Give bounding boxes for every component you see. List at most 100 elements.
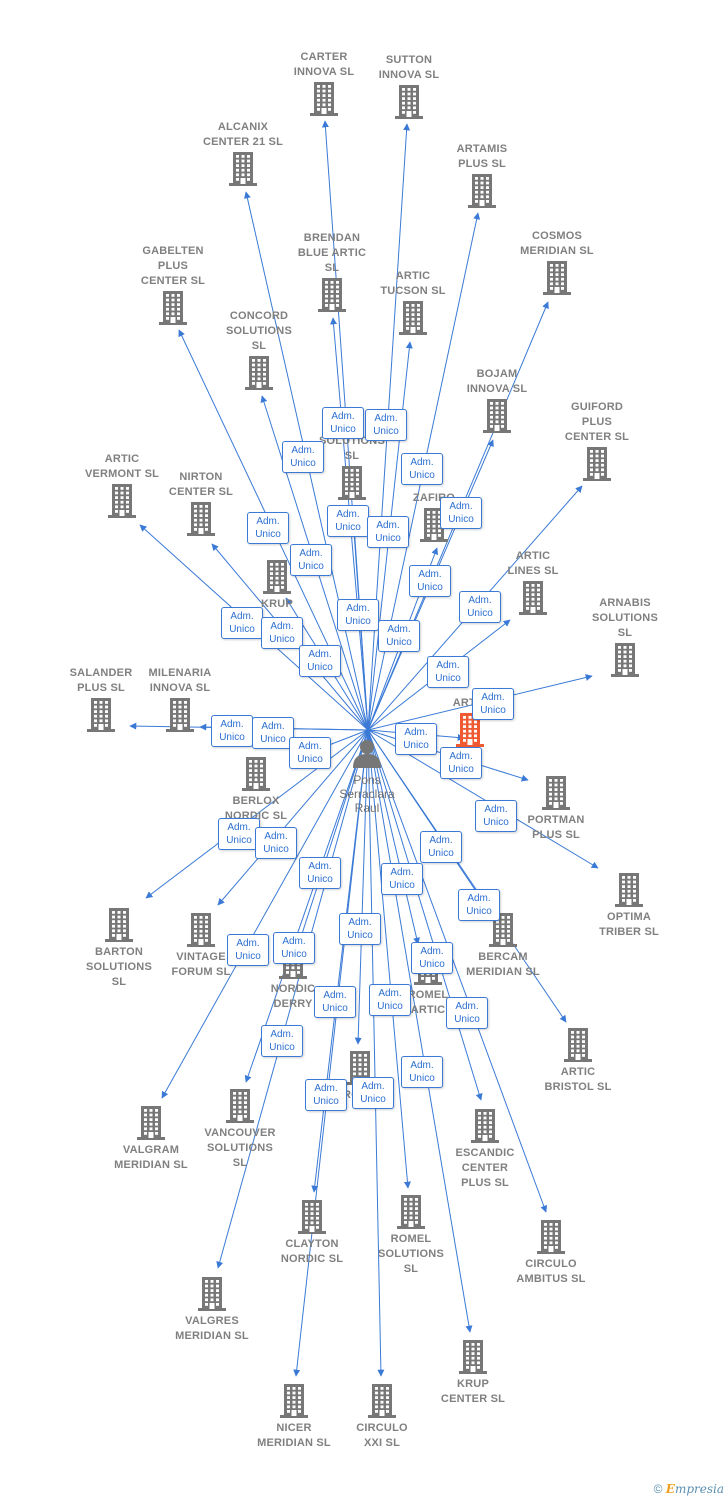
- company-carter[interactable]: CARTER INNOVA SL: [269, 50, 379, 116]
- company-concord[interactable]: CONCORD SOLUTIONS SL: [204, 309, 314, 390]
- role-badge-b25[interactable]: Adm. Unico: [218, 818, 260, 850]
- company-bercam[interactable]: BERCAM MERIDIAN SL: [448, 913, 558, 980]
- role-badge-b32[interactable]: Adm. Unico: [227, 934, 269, 966]
- role-badge-b24[interactable]: Adm. Unico: [475, 800, 517, 832]
- company-valgres[interactable]: VALGRES MERIDIAN SL: [157, 1277, 267, 1344]
- company-circulo_ambitus[interactable]: CIRCULO AMBITUS SL: [496, 1220, 606, 1287]
- role-badge-b39[interactable]: Adm. Unico: [401, 1056, 443, 1088]
- company-cosmos[interactable]: COSMOS MERIDIAN SL: [502, 229, 612, 295]
- brand-logo[interactable]: Empresia: [665, 1482, 724, 1496]
- company-nicer[interactable]: NICER MERIDIAN SL: [239, 1384, 349, 1451]
- role-badge-b17[interactable]: Adm. Unico: [427, 656, 469, 688]
- company-escandic[interactable]: ESCANDIC CENTER PLUS SL: [430, 1109, 540, 1191]
- company-portman[interactable]: PORTMAN PLUS SL: [501, 776, 611, 843]
- role-badge-b27[interactable]: Adm. Unico: [420, 831, 462, 863]
- role-badge-b26[interactable]: Adm. Unico: [255, 827, 297, 859]
- company-circulo_xxi[interactable]: CIRCULO XXI SL: [327, 1384, 437, 1451]
- company-artamis[interactable]: ARTAMIS PLUS SL: [427, 142, 537, 208]
- role-badge-b9[interactable]: Adm. Unico: [290, 544, 332, 576]
- building-icon: [159, 291, 187, 325]
- role-badge-b38[interactable]: Adm. Unico: [261, 1025, 303, 1057]
- company-nirton[interactable]: NIRTON CENTER SL: [146, 470, 256, 536]
- company-krup_center[interactable]: KRUP CENTER SL: [418, 1340, 528, 1407]
- company-barton[interactable]: BARTON SOLUTIONS SL: [64, 908, 174, 990]
- company-gabelten[interactable]: GABELTEN PLUS CENTER SL: [118, 244, 228, 325]
- company-vancouver[interactable]: VANCOUVER SOLUTIONS SL: [185, 1089, 295, 1171]
- role-badge-b19[interactable]: Adm. Unico: [211, 715, 253, 747]
- company-artic_tucson[interactable]: ARTIC TUCSON SL: [358, 269, 468, 335]
- company-bojam[interactable]: BOJAM INNOVA SL: [442, 367, 552, 433]
- company-label: VALGRES MERIDIAN SL: [175, 1315, 249, 1342]
- role-badge-b28[interactable]: Adm. Unico: [299, 857, 341, 889]
- company-arnabis[interactable]: ARNABIS SOLUTIONS SL: [570, 596, 680, 677]
- role-badge-b20[interactable]: Adm. Unico: [252, 717, 294, 749]
- company-milenaria[interactable]: MILENARIA INNOVA SL: [125, 666, 235, 732]
- role-badge-b22[interactable]: Adm. Unico: [395, 723, 437, 755]
- company-artic_bristol[interactable]: ARTIC BRISTOL SL: [523, 1028, 633, 1095]
- company-brendan[interactable]: BRENDAN BLUE ARTIC SL: [277, 231, 387, 312]
- company-sutton[interactable]: SUTTON INNOVA SL: [354, 53, 464, 119]
- role-badge-b16[interactable]: Adm. Unico: [299, 645, 341, 677]
- edge-to-vancouver: [244, 729, 369, 1083]
- role-badge-b2[interactable]: Adm. Unico: [365, 409, 407, 441]
- role-badge-b1[interactable]: Adm. Unico: [322, 407, 364, 439]
- company-krup_partial[interactable]: KRUP: [222, 560, 332, 612]
- role-badge-b3[interactable]: Adm. Unico: [282, 441, 324, 473]
- role-badge-b41[interactable]: Adm. Unico: [352, 1077, 394, 1109]
- role-badge-b18[interactable]: Adm. Unico: [472, 688, 514, 720]
- role-badge-b23[interactable]: Adm. Unico: [440, 747, 482, 779]
- company-vintage[interactable]: VINTAGE FORUM SL: [146, 913, 256, 980]
- role-badge-b21[interactable]: Adm. Unico: [289, 737, 331, 769]
- role-badge-b13[interactable]: Adm. Unico: [221, 607, 263, 639]
- company-clayton[interactable]: CLAYTON NORDIC SL: [257, 1200, 367, 1267]
- role-badge-b10[interactable]: Adm. Unico: [409, 565, 451, 597]
- role-badge-b11[interactable]: Adm. Unico: [459, 591, 501, 623]
- building-icon: [519, 581, 547, 615]
- company-romel[interactable]: ROMEL SOLUTIONS SL: [356, 1195, 466, 1277]
- company-label: ROMEL SOLUTIONS SL: [378, 1233, 444, 1275]
- company-label: KRUP CENTER SL: [440, 1378, 506, 1405]
- role-badge-b4[interactable]: Adm. Unico: [401, 453, 443, 485]
- role-badge-b37[interactable]: Adm. Unico: [446, 997, 488, 1029]
- company-label: CLAYTON NORDIC SL: [280, 1238, 344, 1265]
- role-badge-b30[interactable]: Adm. Unico: [458, 889, 500, 921]
- role-badge-b33[interactable]: Adm. Unico: [273, 932, 315, 964]
- building-icon: [310, 82, 338, 116]
- company-artic_vermont[interactable]: ARTIC VERMONT SL: [67, 452, 177, 518]
- company-label: NIRTON CENTER SL: [168, 471, 234, 498]
- role-badge-b7[interactable]: Adm. Unico: [367, 516, 409, 548]
- company-label: VALGRAM MERIDIAN SL: [114, 1144, 188, 1171]
- role-badge-b34[interactable]: Adm. Unico: [411, 942, 453, 974]
- building-icon: [87, 698, 115, 732]
- role-badge-b14[interactable]: Adm. Unico: [261, 617, 303, 649]
- company-alcanix[interactable]: ALCANIX CENTER 21 SL: [188, 120, 298, 186]
- role-badge-b6[interactable]: Adm. Unico: [327, 505, 369, 537]
- building-icon: [187, 502, 215, 536]
- company-optima[interactable]: OPTIMA TRIBER SL: [574, 873, 684, 940]
- role-badge-b15[interactable]: Adm. Unico: [378, 620, 420, 652]
- building-icon: [263, 560, 291, 594]
- company-salander[interactable]: SALANDER PLUS SL: [46, 666, 156, 732]
- role-badge-b40[interactable]: Adm. Unico: [305, 1079, 347, 1111]
- company-label: ARNABIS SOLUTIONS SL: [592, 597, 658, 639]
- role-badge-b36[interactable]: Adm. Unico: [369, 984, 411, 1016]
- person-node[interactable]: Pons Serraclara Raul: [327, 738, 407, 815]
- company-label: CIRCULO XXI SL: [356, 1422, 408, 1449]
- company-guiford[interactable]: GUIFORD PLUS CENTER SL: [542, 400, 652, 481]
- company-valgram[interactable]: VALGRAM MERIDIAN SL: [96, 1106, 206, 1173]
- role-badge-b5[interactable]: Adm. Unico: [440, 497, 482, 529]
- company-artic_lines[interactable]: ARTIC LINES SL: [478, 549, 588, 615]
- role-badge-b31[interactable]: Adm. Unico: [339, 913, 381, 945]
- role-badge-b12[interactable]: Adm. Unico: [337, 599, 379, 631]
- role-badge-b35[interactable]: Adm. Unico: [314, 986, 356, 1018]
- company-zafiro_partial[interactable]: ZAFIRO: [379, 491, 489, 542]
- role-badge-b29[interactable]: Adm. Unico: [381, 863, 423, 895]
- edge-to-valgram: [161, 729, 369, 1099]
- building-icon: [397, 1195, 425, 1229]
- building-icon: [542, 776, 570, 810]
- role-badge-b8[interactable]: Adm. Unico: [247, 512, 289, 544]
- building-icon: [611, 643, 639, 677]
- company-label: BARTON SOLUTIONS SL: [86, 946, 152, 988]
- building-icon: [368, 1384, 396, 1418]
